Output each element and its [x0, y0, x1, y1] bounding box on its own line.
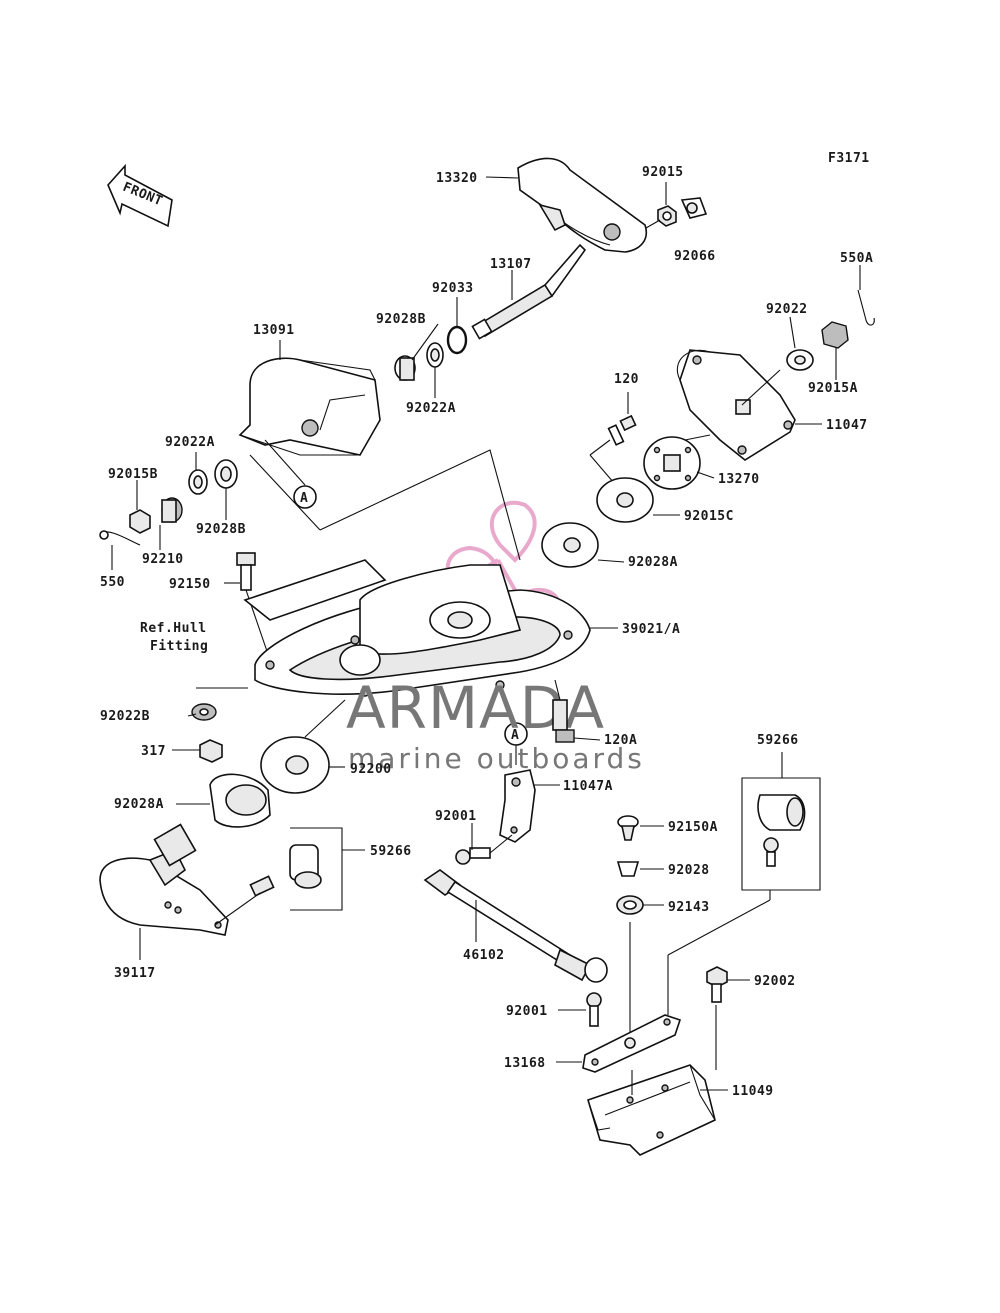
washer-92200	[260, 736, 330, 794]
label-120A: 120A	[604, 733, 637, 748]
label-317: 317	[141, 744, 166, 759]
circlip-92033	[446, 325, 468, 355]
label-550A: 550A	[840, 251, 873, 266]
group-box-59266-right	[741, 752, 821, 891]
label-92022: 92022	[766, 302, 808, 317]
washer-92022B	[191, 703, 217, 721]
nut-92015	[657, 205, 677, 227]
svg-text:A: A	[511, 728, 519, 743]
ref-note-line2: Fitting	[150, 639, 208, 654]
bracket-11049	[587, 1064, 716, 1156]
nut-317	[199, 739, 223, 763]
bolt-92150A	[617, 815, 639, 841]
front-direction-arrow: FRONT	[107, 163, 173, 228]
housing-13091	[238, 357, 381, 456]
bushing-92028A-upper	[541, 522, 599, 568]
label-92066: 92066	[674, 249, 716, 264]
label-92200: 92200	[350, 762, 392, 777]
bushing-92028B-left	[214, 459, 238, 489]
spacer-92143	[616, 895, 644, 915]
label-92143: 92143	[668, 900, 710, 915]
label-59266-right: 59266	[757, 733, 799, 748]
hull-fitting-39021A	[243, 559, 591, 697]
label-92028A-lower: 92028A	[114, 797, 164, 812]
label-39117: 39117	[114, 966, 156, 981]
watermark-tagline: marine outboards	[348, 742, 645, 775]
ball-joint-59266-right	[757, 794, 806, 831]
label-92150: 92150	[169, 577, 211, 592]
svg-text:A: A	[300, 491, 308, 506]
label-92015B: 92015B	[108, 467, 158, 482]
bushing-92028A-lower	[209, 773, 271, 828]
label-39021A: 39021/A	[622, 622, 680, 637]
cotter-pin-550	[99, 530, 141, 546]
washer-92022	[786, 349, 814, 371]
group-box-59266-left	[214, 827, 365, 926]
washer-92022A-top	[426, 342, 444, 368]
bolt-120	[607, 414, 637, 446]
ball-joint-92001-upper	[455, 847, 491, 865]
part-labels: 13320 92015 92066 13107 92033 92028B 920…	[100, 165, 873, 1099]
figure-code: F3171	[828, 151, 870, 166]
label-92001-lower: 92001	[506, 1004, 548, 1019]
label-92015A: 92015A	[808, 381, 858, 396]
bracket-11047	[676, 349, 796, 461]
label-13091: 13091	[253, 323, 295, 338]
spring-92210	[161, 497, 183, 523]
label-92210: 92210	[142, 552, 184, 567]
clip-92066	[680, 197, 708, 219]
label-11047: 11047	[826, 418, 868, 433]
bushing-92028B-top	[394, 355, 416, 381]
label-46102: 46102	[463, 948, 505, 963]
plate-13168	[582, 1014, 682, 1073]
watermark-text: ARMADA marine outboards	[346, 674, 645, 775]
label-92022A-left: 92022A	[165, 435, 215, 450]
bolt-120A	[552, 699, 575, 743]
label-92028: 92028	[668, 863, 710, 878]
label-13168: 13168	[504, 1056, 546, 1071]
cable-46102	[423, 869, 608, 983]
washer-92022A-left	[188, 469, 208, 495]
label-59266-left: 59266	[370, 844, 412, 859]
label-550: 550	[100, 575, 125, 590]
label-92028B-top: 92028B	[376, 312, 426, 327]
bolt-92150	[236, 552, 256, 591]
label-92150A: 92150A	[668, 820, 718, 835]
callout-a-upper: A	[293, 485, 317, 509]
ball-joint-92001-lower	[586, 992, 602, 1027]
label-11047A: 11047A	[563, 779, 613, 794]
label-120: 120	[614, 372, 639, 387]
label-92022A-top: 92022A	[406, 401, 456, 416]
label-13320: 13320	[436, 171, 478, 186]
label-92022B: 92022B	[100, 709, 150, 724]
steering-cover-13320	[517, 157, 647, 253]
ref-note-line1: Ref.Hull	[140, 621, 207, 636]
ball-joint-59266-left	[289, 844, 322, 889]
label-92028A-upper: 92028A	[628, 555, 678, 570]
callout-a-lower: A	[504, 722, 528, 746]
nut-92015B	[129, 509, 151, 534]
nut-92015C	[596, 477, 654, 523]
bracket-11047A	[499, 769, 536, 843]
plate-13270	[643, 436, 701, 490]
shaft-13107	[471, 243, 587, 340]
steering-arm-39117	[99, 823, 229, 936]
nut-92028	[616, 861, 640, 877]
castle-nut-92015A	[821, 321, 849, 349]
label-11049: 11049	[732, 1084, 774, 1099]
label-92028B-left: 92028B	[196, 522, 246, 537]
label-92015: 92015	[642, 165, 684, 180]
label-92015C: 92015C	[684, 509, 734, 524]
label-13270: 13270	[718, 472, 760, 487]
cotter-pin-550A	[857, 289, 875, 326]
bolt-92002	[706, 966, 728, 1003]
label-92001-upper: 92001	[435, 809, 477, 824]
label-13107: 13107	[490, 257, 532, 272]
label-92033: 92033	[432, 281, 474, 296]
label-92002: 92002	[754, 974, 796, 989]
